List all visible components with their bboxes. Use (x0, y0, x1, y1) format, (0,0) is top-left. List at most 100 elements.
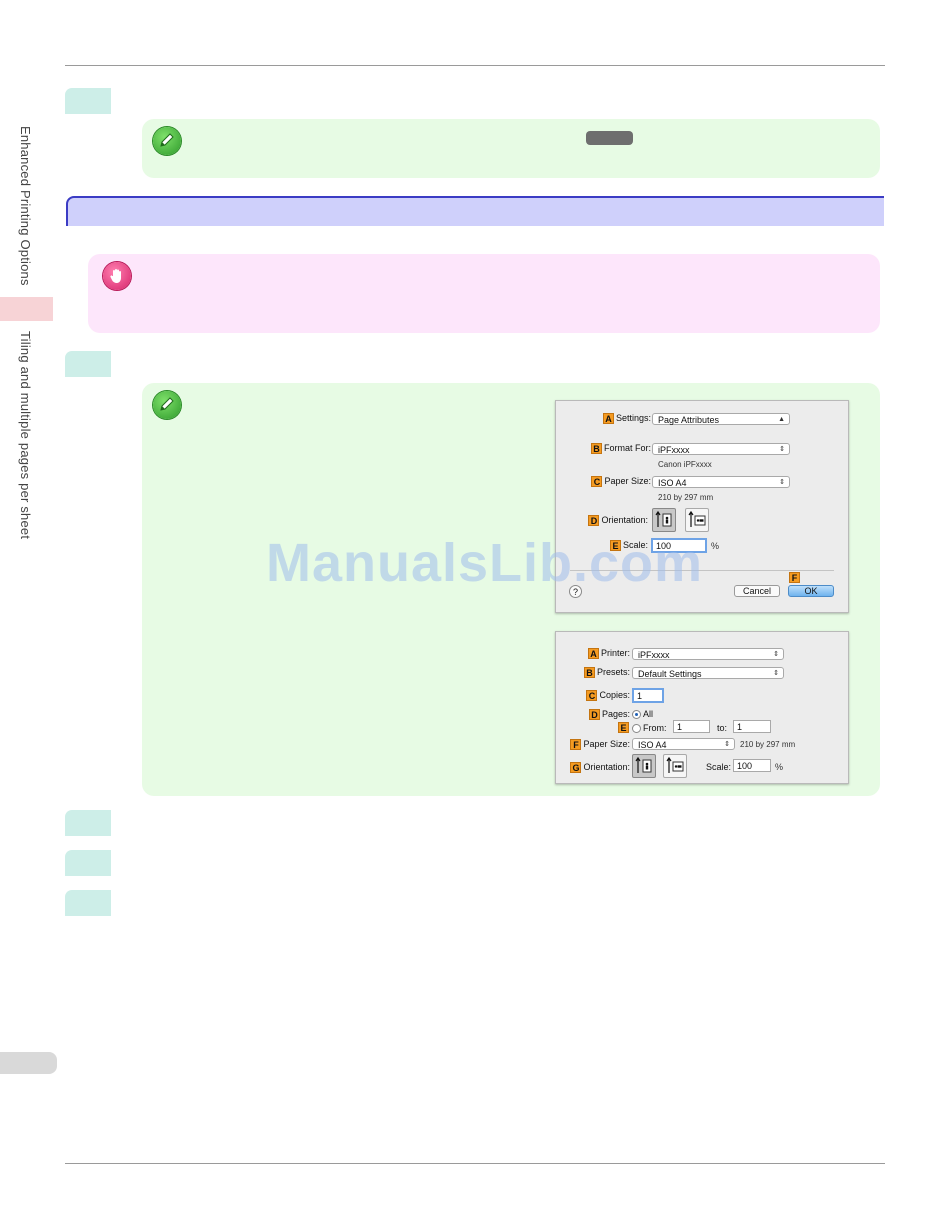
side-chapter-title[interactable]: Enhanced Printing Options (18, 126, 33, 286)
ok-button[interactable]: OK (788, 585, 834, 597)
from-label: From: (643, 723, 667, 733)
format-for-subtext: Canon iPFxxxx (658, 460, 712, 469)
presets-select[interactable]: Default Settings ⇕ (632, 667, 784, 679)
presets-label-text: Presets: (596, 667, 630, 677)
help-button[interactable]: ? (569, 585, 582, 598)
print-scale-unit: % (775, 762, 784, 772)
pages-all-radio[interactable]: All (632, 709, 654, 720)
badge-c: C (586, 690, 598, 702)
key-label (586, 131, 633, 145)
from-input[interactable]: 1 (673, 720, 710, 733)
stepper-arrows-icon: ⇕ (773, 670, 779, 677)
to-input[interactable]: 1 (733, 720, 771, 733)
landscape-icon (666, 756, 684, 773)
badge-g: G (570, 762, 582, 774)
settings-value: Page Attributes (658, 415, 720, 425)
note-pencil-icon (153, 391, 181, 419)
pages-all-label: All (643, 709, 654, 719)
print-paper-size-label-text: Paper Size: (583, 739, 630, 749)
stepper-arrows-icon: ⇕ (779, 479, 785, 486)
scale-input[interactable]: 100 (651, 538, 707, 553)
scale-label-text: Scale: (622, 540, 648, 550)
badge-d: D (588, 709, 600, 721)
scale-unit: % (711, 541, 720, 551)
badge-f: F (789, 572, 800, 583)
paper-size-select[interactable]: ISO A4⇕ (652, 476, 790, 488)
page-number-tab (0, 1052, 57, 1074)
portrait-icon (635, 756, 652, 773)
print-orientation-label-text: Orientation: (583, 762, 630, 772)
printer-label-text: Printer: (600, 648, 630, 658)
format-for-select[interactable]: iPFxxxx ⇕ (652, 443, 790, 455)
format-for-value: iPFxxxx (658, 445, 690, 455)
settings-label-text: Settings: (615, 413, 651, 423)
paper-size-label-text: Paper Size: (604, 476, 651, 486)
badge-e: E (609, 540, 621, 552)
badge-c: C (591, 476, 603, 488)
printer-select[interactable]: iPFxxxx ⇕ (632, 648, 784, 660)
print-scale-label: Scale: (706, 762, 732, 772)
stepper-arrows-icon: ▲ (778, 416, 785, 423)
landscape-orientation-button[interactable] (685, 508, 709, 532)
landscape-icon (688, 510, 706, 527)
print-paper-size-select[interactable]: ISO A4⇕ (632, 738, 735, 750)
pages-from-radio[interactable]: From: (632, 723, 667, 734)
badge-e: E (618, 722, 629, 733)
section-heading-bar (66, 196, 884, 226)
badge-f: F (570, 739, 582, 751)
portrait-icon (655, 510, 672, 527)
side-section-title[interactable]: Tiling and multiple pages per sheet (18, 331, 33, 540)
pages-label-text: Pages: (601, 709, 630, 719)
paper-size-subtext: 210 by 297 mm (658, 493, 714, 502)
step-marker-5 (65, 890, 111, 916)
radio-unselected-icon (632, 724, 641, 734)
step-marker-3 (65, 810, 111, 836)
note-pencil-icon (153, 127, 181, 155)
print-paper-size-subtext: 210 by 297 mm (740, 740, 796, 749)
orientation-label-text: Orientation: (601, 515, 648, 525)
step-marker-1 (65, 88, 111, 114)
presets-value: Default Settings (638, 669, 702, 679)
badge-d: D (588, 515, 600, 527)
cancel-button[interactable]: Cancel (734, 585, 780, 597)
printer-value: iPFxxxx (638, 650, 670, 660)
side-tab-highlight (0, 297, 53, 321)
top-rule (65, 65, 885, 66)
print-landscape-button[interactable] (663, 754, 687, 778)
badge-b: B (590, 443, 602, 455)
badge-a: A (602, 413, 614, 425)
watermark: ManualsLib.com (266, 533, 704, 593)
format-for-label-text: Format For: (603, 443, 651, 453)
copies-input[interactable]: 1 (632, 688, 664, 703)
step-marker-4 (65, 850, 111, 876)
stepper-arrows-icon: ⇕ (773, 651, 779, 658)
step-marker-2 (65, 351, 111, 377)
note-box (142, 119, 880, 178)
settings-select[interactable]: Page Attributes ▲ (652, 413, 790, 425)
stepper-arrows-icon: ⇕ (779, 446, 785, 453)
dialog-divider (570, 570, 834, 571)
copies-label-text: Copies: (599, 690, 630, 700)
portrait-orientation-button[interactable] (652, 508, 676, 532)
badge-b: B (583, 667, 595, 679)
print-portrait-button[interactable] (632, 754, 656, 778)
print-scale-input[interactable]: 100 (733, 759, 771, 772)
print-paper-size-value: ISO A4 (638, 740, 667, 750)
radio-selected-icon (632, 710, 641, 720)
to-label: to: (717, 723, 728, 733)
important-hand-icon (103, 262, 131, 290)
important-box (88, 254, 880, 333)
